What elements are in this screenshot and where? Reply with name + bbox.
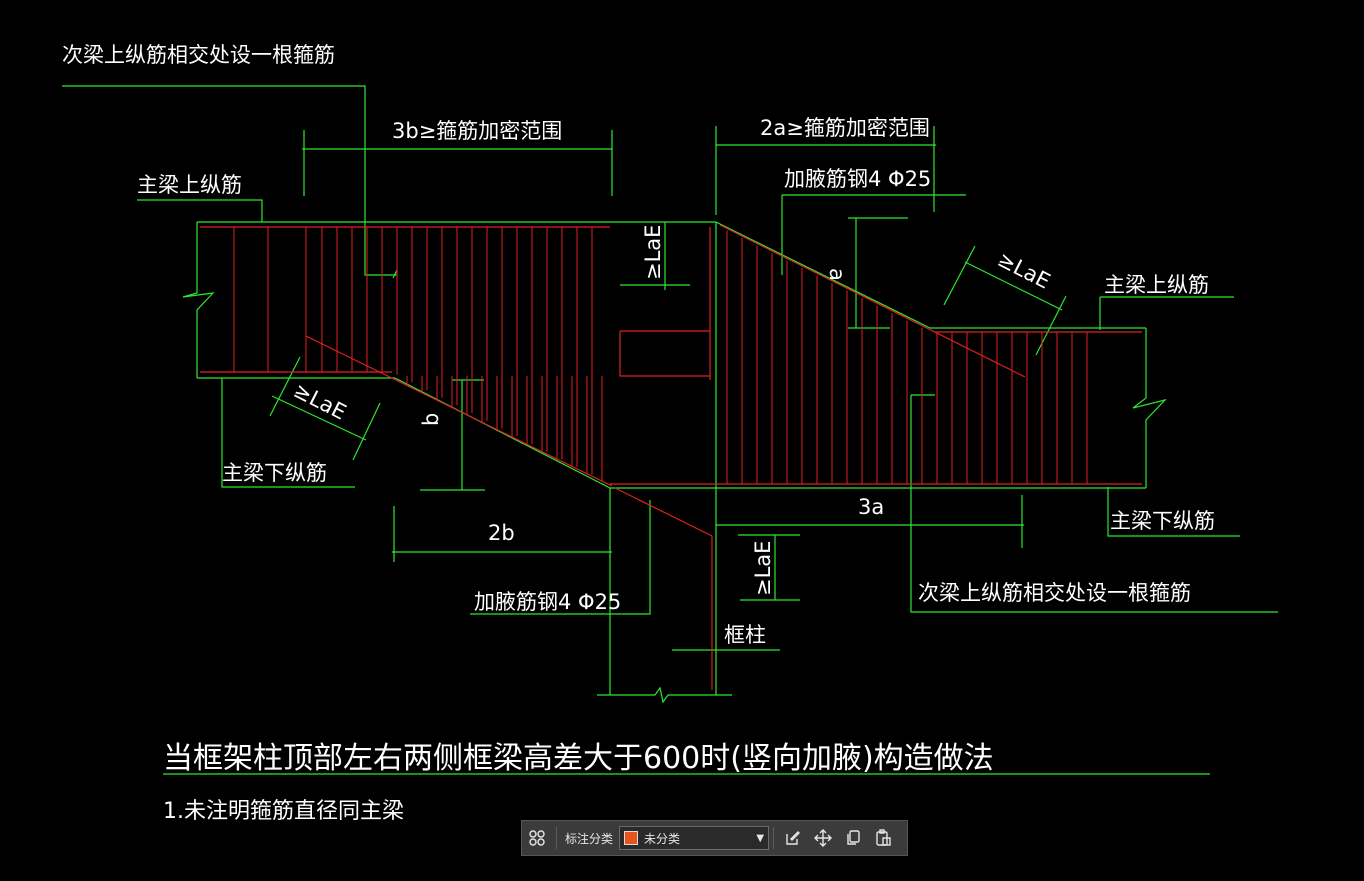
edit-icon[interactable] <box>782 827 804 849</box>
label-dim-3a: 3a <box>858 495 884 519</box>
category-select[interactable]: 未分类 ▼ <box>619 826 770 850</box>
rebars <box>200 224 1142 690</box>
toolbar-separator <box>773 827 775 849</box>
label-dim-3b: 3b≥箍筋加密范围 <box>392 119 562 143</box>
beam-outlines <box>182 221 1167 704</box>
label-lae-right: ≥LaE <box>994 247 1054 294</box>
dimension-lines <box>269 126 1067 601</box>
label-main-bottom-right: 主梁下纵筋 <box>1110 509 1215 533</box>
label-lae-left: ≥LaE <box>290 378 350 425</box>
grid-icon[interactable] <box>526 827 548 849</box>
label-lae-top-center: ≥LaE <box>641 225 665 280</box>
copy-icon[interactable] <box>842 827 864 849</box>
label-dim-2b: 2b <box>488 521 515 545</box>
label-haunch-top: 加腋筋钢4 Φ25 <box>784 167 931 191</box>
label-top-left-note: 次梁上纵筋相交处设一根箍筋 <box>62 43 335 67</box>
label-haunch-bottom: 加腋筋钢4 Φ25 <box>474 590 621 614</box>
category-selected-value: 未分类 <box>644 831 681 846</box>
label-main-top-left: 主梁上纵筋 <box>137 173 242 197</box>
label-column: 框柱 <box>724 623 766 647</box>
move-icon[interactable] <box>812 827 834 849</box>
label-a: a <box>825 268 849 281</box>
drawing-title: 当框架柱顶部左右两侧框梁高差大于600时(竖向加腋)构造做法 <box>163 741 994 776</box>
label-main-bottom-left: 主梁下纵筋 <box>222 461 327 485</box>
annotation-toolbar: 标注分类 未分类 ▼ <box>521 820 908 856</box>
paste-icon[interactable] <box>872 827 894 849</box>
toolbar-separator <box>556 827 557 849</box>
leader-lines <box>62 85 1278 651</box>
drawing-note: 1.未注明箍筋直径同主梁 <box>163 799 404 824</box>
category-label: 标注分类 <box>565 831 614 846</box>
category-color-swatch <box>624 831 639 845</box>
label-lae-bottom: ≥LaE <box>751 541 775 596</box>
label-main-top-right: 主梁上纵筋 <box>1104 273 1209 297</box>
label-right-note: 次梁上纵筋相交处设一根箍筋 <box>918 581 1191 605</box>
stirrups <box>233 227 1088 484</box>
label-dim-2a: 2a≥箍筋加密范围 <box>760 116 930 140</box>
chevron-down-icon: ▼ <box>756 832 765 844</box>
label-b: b <box>419 413 443 426</box>
